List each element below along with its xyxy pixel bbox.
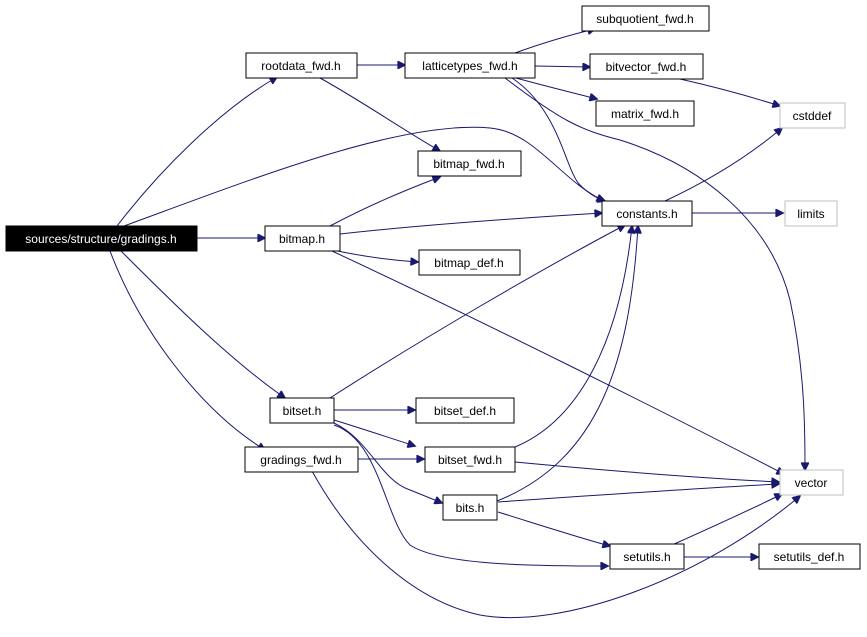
node-limits[interactable]: limits <box>784 200 838 227</box>
nodes: sources/structure/gradings.h rootdata_fw… <box>5 5 861 570</box>
edge-bitmap-to-bitmap-def <box>332 249 418 262</box>
edge-bitset-to-bits <box>333 422 442 503</box>
edge-constants-to-cstddef <box>664 128 782 202</box>
edge-bitset-to-constants <box>329 225 625 399</box>
node-bitset-def[interactable]: bitset_def.h <box>415 397 515 424</box>
node-latticetypes-fwd[interactable]: latticetypes_fwd.h <box>404 52 536 79</box>
node-subquotient-fwd[interactable]: subquotient_fwd.h <box>581 5 710 32</box>
edge-bitmap-to-vector <box>331 250 784 474</box>
node-label-bits: bits.h <box>456 501 485 515</box>
node-label-bitmap: bitmap.h <box>279 232 325 246</box>
node-label-subquotient-fwd: subquotient_fwd.h <box>596 12 693 26</box>
node-label-bitmap-def: bitmap_def.h <box>434 256 503 270</box>
edge-bits-to-constants <box>496 226 638 502</box>
node-bitmap[interactable]: bitmap.h <box>264 225 341 252</box>
node-constants[interactable]: constants.h <box>601 200 693 227</box>
node-bitmap-fwd[interactable]: bitmap_fwd.h <box>417 150 522 177</box>
edges <box>109 29 805 619</box>
edge-bitset-to-bitset-fwd <box>333 419 415 446</box>
edge-bits-to-setutils <box>497 511 610 546</box>
node-label-setutils: setutils.h <box>623 550 670 564</box>
node-vector[interactable]: vector <box>779 469 844 496</box>
node-gradings-fwd[interactable]: gradings_fwd.h <box>244 446 359 473</box>
node-bitvector-fwd[interactable]: bitvector_fwd.h <box>589 53 704 80</box>
node-matrix-fwd[interactable]: matrix_fwd.h <box>595 100 695 127</box>
node-cstddef[interactable]: cstddef <box>779 102 846 129</box>
edge-bitmap-to-bitmap-fwd <box>329 177 440 227</box>
edge-gradings-to-bitset <box>120 250 285 398</box>
edge-rootdata-fwd-to-bitmap-fwd <box>319 77 440 151</box>
node-bits[interactable]: bits.h <box>442 494 498 521</box>
node-label-gradings-h: sources/structure/gradings.h <box>25 232 176 246</box>
node-label-rootdata-fwd: rootdata_fwd.h <box>261 59 340 73</box>
edge-gradings-fwd-to-vector <box>311 470 800 619</box>
edge-bitset-fwd-to-constants <box>514 226 632 448</box>
node-label-limits: limits <box>797 207 824 221</box>
node-label-vector: vector <box>795 476 828 490</box>
edge-latticetypes-fwd-to-constants <box>511 77 605 201</box>
node-label-bitvector-fwd: bitvector_fwd.h <box>606 60 687 74</box>
node-label-latticetypes-fwd: latticetypes_fwd.h <box>422 59 517 73</box>
edge-gradings-to-constants <box>123 126 604 227</box>
node-bitset[interactable]: bitset.h <box>269 397 335 424</box>
edge-bitvector-fwd-to-cstddef <box>679 78 780 106</box>
node-label-bitset: bitset.h <box>283 404 322 418</box>
node-label-setutils-def: setutils_def.h <box>774 550 845 564</box>
edge-latticetypes-fwd-to-matrix-fwd <box>515 77 597 99</box>
node-setutils-def[interactable]: setutils_def.h <box>758 543 861 570</box>
node-setutils[interactable]: setutils.h <box>609 543 685 570</box>
node-label-constants: constants.h <box>616 207 677 221</box>
node-label-cstddef: cstddef <box>793 109 832 123</box>
edge-bitmap-to-constants <box>339 213 602 235</box>
edge-latticetypes-fwd-to-vector <box>504 77 805 470</box>
edge-gradings-to-rootdata-fwd <box>116 77 277 227</box>
edge-latticetypes-fwd-to-subquotient-fwd <box>514 29 595 54</box>
node-bitmap-def[interactable]: bitmap_def.h <box>418 249 521 276</box>
edge-bitset-fwd-to-vector <box>514 461 779 482</box>
edge-bitset-to-setutils <box>333 424 608 566</box>
edge-gradings-to-gradings-fwd <box>109 250 265 450</box>
node-label-matrix-fwd: matrix_fwd.h <box>611 107 679 121</box>
edge-bits-to-vector <box>497 484 779 503</box>
node-label-bitmap-fwd: bitmap_fwd.h <box>433 157 504 171</box>
node-label-bitset-def: bitset_def.h <box>434 404 496 418</box>
node-bitset-fwd[interactable]: bitset_fwd.h <box>424 446 516 473</box>
node-label-gradings-fwd: gradings_fwd.h <box>260 453 341 467</box>
node-rootdata-fwd[interactable]: rootdata_fwd.h <box>245 52 358 79</box>
node-label-bitset-fwd: bitset_fwd.h <box>438 453 502 467</box>
edge-setutils-to-vector <box>671 494 782 546</box>
edge-latticetypes-fwd-to-bitvector-fwd <box>534 66 590 67</box>
node-gradings-h[interactable]: sources/structure/gradings.h <box>5 225 198 252</box>
